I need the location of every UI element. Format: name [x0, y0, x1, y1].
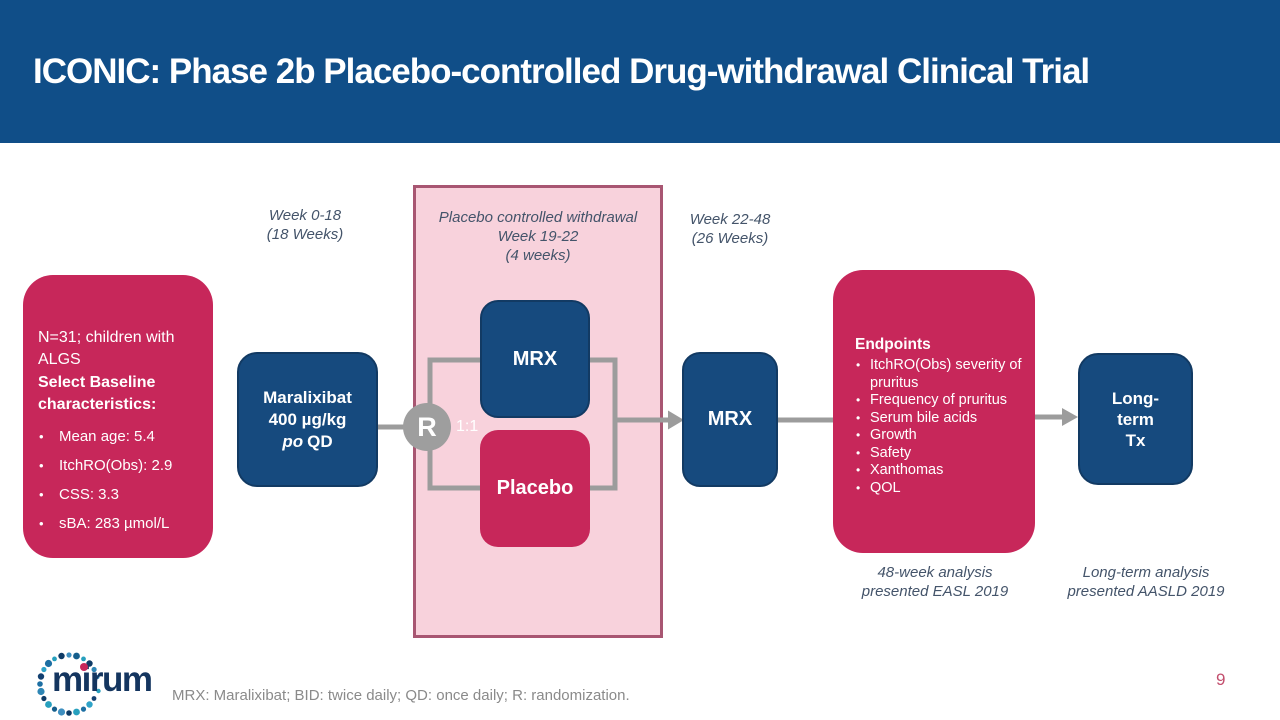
randomization-circle: R — [403, 403, 451, 451]
treatment-line1: Maralixibat — [263, 387, 352, 407]
endpoints-bullet: ItchRO(Obs) severity of pruritus — [855, 357, 1027, 392]
page-number: 9 — [1216, 670, 1226, 689]
caption-48-week-analysis: 48-week analysis presented EASL 2019 — [845, 563, 1025, 601]
treatment-line2: 400 µg/kg — [268, 409, 347, 429]
endpoints-bullet: Growth — [855, 427, 1027, 445]
population-bullet-list: Mean age: 5.4 ItchRO(Obs): 2.9 CSS: 3.3 … — [38, 427, 201, 534]
population-box: N=31; children with ALGS Select Baseline… — [23, 275, 213, 558]
withdrawal-label-line2: Week 19-22 — [497, 228, 579, 245]
arm-mrx-box: MRX — [480, 300, 590, 418]
caption-48-week-line1: 48-week analysis — [877, 564, 993, 581]
endpoints-box: Endpoints ItchRO(Obs) severity of prurit… — [833, 270, 1035, 553]
slide-title: ICONIC: Phase 2b Placebo-controlled Drug… — [33, 51, 1090, 91]
mirum-logo-word: mirum — [52, 660, 153, 699]
arrowhead-to-longterm — [1062, 408, 1078, 426]
caption-longterm-line1: Long-term analysis — [1082, 564, 1210, 581]
mirum-logo-dots-icon — [37, 652, 101, 716]
withdrawal-label-line1: Placebo controlled withdrawal — [438, 209, 638, 226]
label-week-22-48: Week 22-48 (26 Weeks) — [650, 210, 810, 248]
label-week-0-18: Week 0-18 (18 Weeks) — [225, 206, 385, 244]
withdrawal-panel-label: Placebo controlled withdrawal Week 19-22… — [416, 188, 660, 265]
population-bullet: Mean age: 5.4 — [38, 427, 201, 447]
title-bar: ICONIC: Phase 2b Placebo-controlled Drug… — [0, 0, 1280, 143]
longterm-line3: Tx — [1125, 430, 1146, 450]
mirum-logo-i-dot-icon — [80, 663, 88, 671]
endpoints-bullet: Serum bile acids — [855, 410, 1027, 428]
longterm-line2: term — [1117, 409, 1154, 429]
label-week-22-48-line1: Week 22-48 — [689, 211, 771, 228]
population-heading: Select Baseline characteristics: — [38, 374, 157, 413]
continuation-mrx-box: MRX — [682, 352, 778, 487]
longterm-line1: Long- — [1111, 388, 1160, 408]
longterm-tx-box: Long- term Tx — [1078, 353, 1193, 485]
endpoints-bullet-list: ItchRO(Obs) severity of pruritus Frequen… — [855, 357, 1027, 497]
population-intro: N=31; children with ALGS — [38, 329, 175, 368]
caption-48-week-line2: presented EASL 2019 — [861, 583, 1009, 600]
label-week-0-18-line1: Week 0-18 — [268, 207, 342, 224]
withdrawal-label-line3: (4 weeks) — [505, 247, 571, 264]
population-bullet: ItchRO(Obs): 2.9 — [38, 456, 201, 476]
endpoints-heading: Endpoints — [855, 336, 931, 353]
caption-longterm-analysis: Long-term analysis presented AASLD 2019 — [1051, 563, 1241, 601]
population-bullet: CSS: 3.3 — [38, 485, 201, 505]
endpoints-bullet: Xanthomas — [855, 462, 1027, 480]
endpoints-bullet: Safety — [855, 445, 1027, 463]
arm-placebo-box: Placebo — [480, 430, 590, 547]
label-week-22-48-line2: (26 Weeks) — [691, 230, 769, 247]
label-week-0-18-line2: (18 Weeks) — [266, 226, 344, 243]
endpoints-bullet: QOL — [855, 480, 1027, 498]
mirum-logo: mirum — [33, 647, 193, 720]
population-bullet: sBA: 283 µmol/L — [38, 514, 201, 534]
endpoints-bullet: Frequency of pruritus — [855, 392, 1027, 410]
treatment-line3-qd: QD — [307, 431, 333, 451]
abbreviations-footnote: MRX: Maralixibat; BID: twice daily; QD: … — [172, 687, 630, 704]
treatment-line3-po: po — [282, 431, 304, 451]
randomization-ratio: 1:1 — [456, 418, 479, 435]
caption-longterm-line2: presented AASLD 2019 — [1067, 583, 1225, 600]
